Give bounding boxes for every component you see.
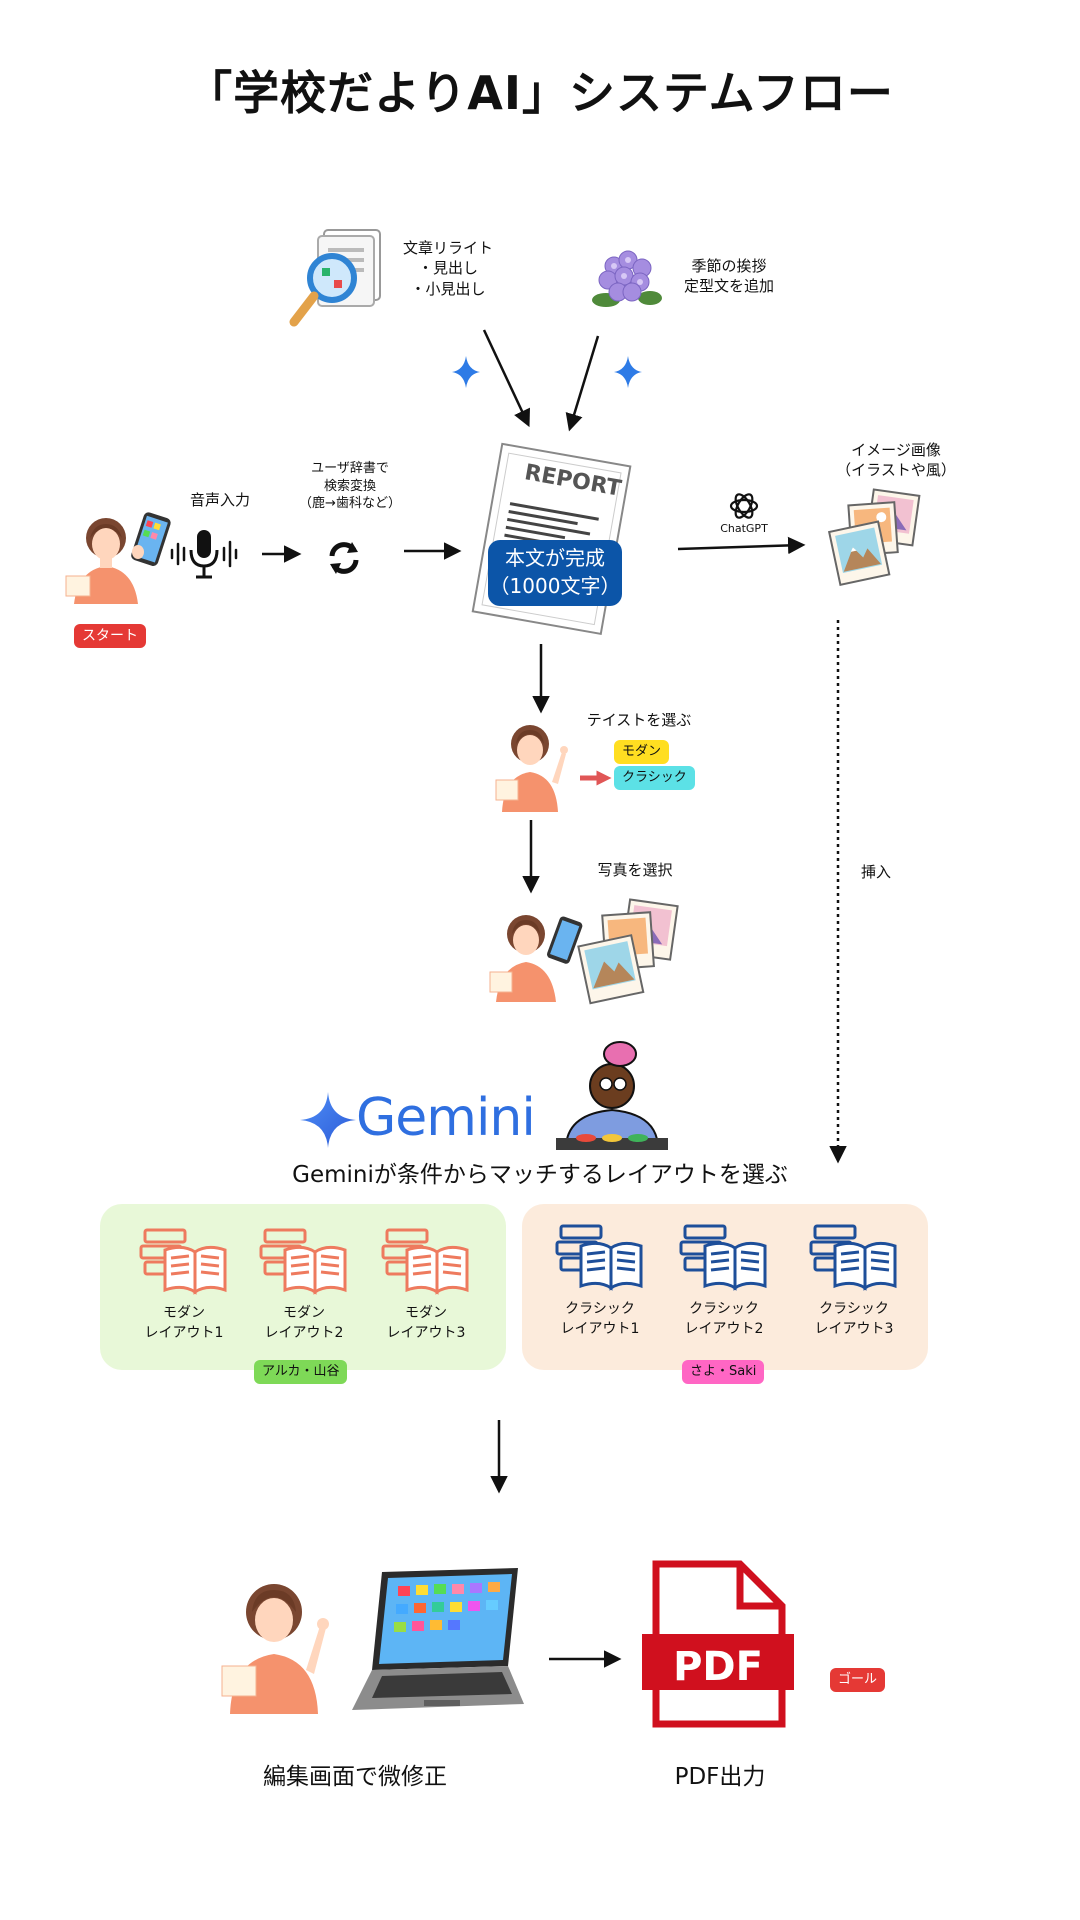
- pdf-file-icon: [642, 1560, 794, 1728]
- thinking-person-icon: [556, 1041, 668, 1150]
- arrow-greeting-to-report: [565, 335, 600, 432]
- body-complete-box: 本文が完成 （1000文字）: [488, 540, 622, 606]
- rewrite-label: 文章リライト ・見出し ・小見出し: [402, 239, 493, 298]
- image-generation-label: イメージ画像 （イラストや風）: [836, 441, 956, 480]
- classic-layout-card-2: クラシック レイアウト2: [664, 1222, 784, 1339]
- modern-layout-card-1: モダン レイアウト1: [124, 1226, 244, 1343]
- taste-label: テイストを選ぶ: [586, 711, 692, 729]
- document-search-icon: [289, 229, 381, 327]
- modern-layout-card-2: モダン レイアウト2: [244, 1226, 364, 1343]
- gemini-sparkle-icon: [300, 1092, 356, 1148]
- pdf-icon-text: PDF: [673, 1644, 763, 1690]
- chatgpt-label: ChatGPT: [720, 522, 768, 535]
- photos-icon: [827, 488, 921, 586]
- person-with-phone-icon: [65, 512, 171, 604]
- layout-label: モダン レイアウト1: [144, 1305, 224, 1341]
- layout-book-icon: [124, 1226, 244, 1300]
- greeting-label: 季節の挨拶 定型文を追加: [683, 257, 774, 296]
- edit-label: 編集画面で微修正: [263, 1764, 447, 1790]
- page-title: 「学校だよりAI」システムフロー: [186, 66, 894, 120]
- sparkle-icon: [614, 356, 642, 388]
- pdf-output-label: PDF出力: [674, 1764, 766, 1790]
- microphone-icon: [170, 530, 238, 579]
- gemini-logo-text: Gemini: [356, 1088, 536, 1148]
- laptop-icon: [352, 1568, 524, 1710]
- layout-book-icon: [366, 1226, 486, 1300]
- dictionary-label: ユーザ辞書で 検索変換 （鹿→歯科など）: [299, 461, 401, 512]
- person-pointing-icon: [495, 725, 568, 812]
- taste-modern-badge: モダン: [614, 740, 670, 764]
- arrow-rewrite-to-report: [482, 329, 530, 428]
- layout-label: クラシック レイアウト1: [560, 1301, 640, 1337]
- photo-label: 写真を選択: [597, 861, 673, 879]
- start-badge: スタート: [74, 624, 146, 648]
- photos-icon: [577, 898, 679, 1005]
- voice-input-label: 音声入力: [189, 491, 250, 509]
- layout-book-icon: [244, 1226, 364, 1300]
- chatgpt-logo-icon: [729, 493, 759, 519]
- hydrangea-icon: [592, 250, 662, 307]
- gemini-caption: Geminiが条件からマッチするレイアウトを選ぶ: [292, 1162, 788, 1188]
- layout-label: モダン レイアウト3: [386, 1305, 466, 1341]
- layout-book-icon: [664, 1222, 784, 1296]
- person-with-phone-icon: [489, 915, 583, 1002]
- refresh-icon: [329, 542, 359, 574]
- classic-author-badge: さよ・Saki: [682, 1360, 765, 1384]
- taste-classic-badge: クラシック: [614, 766, 695, 790]
- classic-layout-card-1: クラシック レイアウト1: [540, 1222, 660, 1339]
- layout-label: モダン レイアウト2: [264, 1305, 344, 1341]
- arrow-report-to-image: [677, 536, 806, 555]
- person-pointing-icon: [221, 1584, 329, 1714]
- layout-book-icon: [540, 1222, 660, 1296]
- modern-author-badge: アルカ・山谷: [254, 1360, 348, 1384]
- goal-badge: ゴール: [830, 1668, 886, 1692]
- layout-label: クラシック レイアウト2: [684, 1301, 764, 1337]
- layout-book-icon: [794, 1222, 914, 1296]
- insert-label: 挿入: [860, 863, 891, 881]
- classic-layout-card-3: クラシック レイアウト3: [794, 1222, 914, 1339]
- layout-label: クラシック レイアウト3: [814, 1301, 894, 1337]
- modern-layout-card-3: モダン レイアウト3: [366, 1226, 486, 1343]
- sparkle-icon: [452, 356, 480, 388]
